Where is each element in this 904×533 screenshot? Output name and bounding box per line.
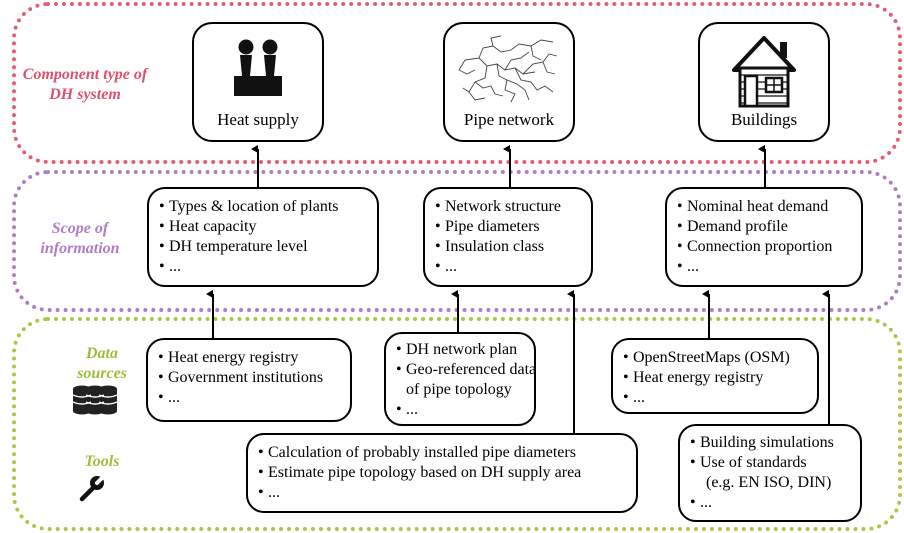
component-type-label: Component type of DH system — [22, 66, 148, 103]
network-map-icon — [458, 35, 558, 103]
list-item: ... — [677, 257, 855, 277]
list-item: Connection proportion — [677, 237, 855, 257]
data-pipe-network-box: DH network plan Geo-referenced data of p… — [384, 332, 536, 426]
tools-buildings-box: Building simulations Use of standards (e… — [678, 424, 862, 522]
list-item: Government institutions — [158, 368, 344, 388]
list-item: ... — [396, 400, 528, 420]
list-item: DH network plan — [396, 340, 528, 360]
scope-pipe-network-box: Network structure Pipe diameters Insulat… — [423, 187, 593, 287]
list-item: ... — [690, 493, 854, 513]
component-type-band — [12, 2, 902, 164]
list-item: Nominal heat demand — [677, 197, 855, 217]
list-item: Use of standards — [690, 453, 854, 473]
list-item: Demand profile — [677, 217, 855, 237]
list-item: ... — [258, 483, 630, 503]
database-icon — [72, 385, 118, 415]
scope-of-information-label: Scope of information — [40, 220, 120, 257]
list-item: ... — [159, 257, 371, 277]
tools-label: Tools — [84, 453, 120, 470]
heat-supply-title: Heat supply — [217, 110, 299, 129]
factory-icon — [234, 39, 282, 96]
data-heat-supply-box: Heat energy registry Government institut… — [146, 338, 352, 422]
list-item: Insulation class — [435, 237, 585, 257]
list-item: ... — [158, 388, 344, 408]
data-sources-label: Data sources — [77, 345, 127, 382]
list-item: ... — [435, 257, 585, 277]
list-item: (e.g. EN ISO, DIN) — [706, 474, 832, 491]
list-item: Heat energy registry — [623, 368, 811, 388]
list-item: Calculation of probably installed pipe d… — [258, 443, 630, 463]
data-buildings-box: OpenStreetMaps (OSM) Heat energy registr… — [611, 338, 819, 414]
list-item: Pipe diameters — [435, 217, 585, 237]
wrench-icon — [79, 474, 106, 502]
scope-heat-supply-box: Types & location of plants Heat capacity… — [147, 187, 379, 287]
list-item: Estimate pipe topology based on DH suppl… — [258, 463, 630, 483]
list-item: DH temperature level — [159, 237, 371, 257]
house-icon — [732, 36, 796, 108]
buildings-box: Buildings — [698, 22, 830, 142]
list-item: Building simulations — [690, 433, 854, 453]
buildings-title: Buildings — [730, 110, 798, 129]
list-item: Heat energy registry — [158, 348, 344, 368]
list-item: of pipe topology — [406, 381, 512, 398]
list-item: Heat capacity — [159, 217, 371, 237]
list-item: Geo-referenced data — [396, 360, 536, 380]
pipe-network-box: Pipe network — [443, 22, 575, 142]
list-item: OpenStreetMaps (OSM) — [623, 348, 811, 368]
pipe-network-title: Pipe network — [463, 110, 555, 129]
list-item: Types & location of plants — [159, 197, 371, 217]
tools-pipe-network-box: Calculation of probably installed pipe d… — [246, 433, 638, 513]
scope-buildings-box: Nominal heat demand Demand profile Conne… — [665, 187, 863, 287]
list-item: ... — [623, 388, 811, 408]
list-item: Network structure — [435, 197, 585, 217]
heat-supply-box: Heat supply — [192, 22, 324, 142]
